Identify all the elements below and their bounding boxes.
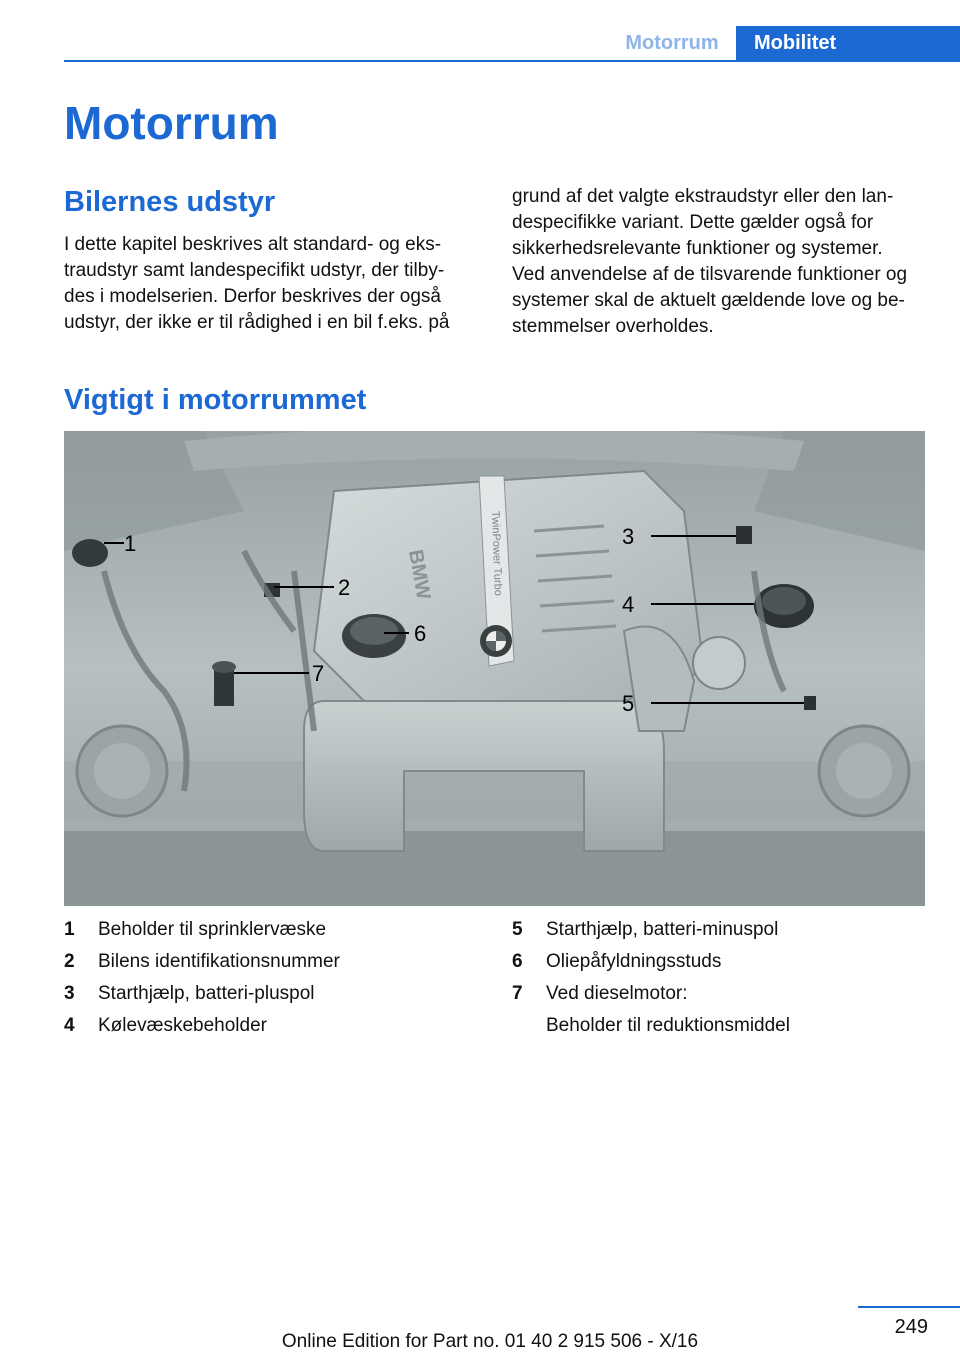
bmw-logo-icon: [480, 625, 512, 657]
intro-right-line: sikkerhedsrelevante funktioner og system…: [512, 238, 883, 259]
legend-item: 1 Beholder til sprinklervæske: [64, 914, 484, 946]
page-number: 249: [894, 1316, 928, 1338]
intro-left-line: des i modelserien. Derfor beskrives der …: [64, 286, 442, 307]
page-number-rule: [858, 1306, 960, 1308]
legend-item: 4 Kølevæskebeholder: [64, 1010, 484, 1042]
legend-item: 3 Starthjælp, batteri-pluspol: [64, 978, 484, 1010]
legend-number: 6: [512, 951, 523, 972]
callout-4: 4: [622, 592, 634, 617]
legend-text: Starthjælp, batteri-pluspol: [98, 983, 315, 1004]
intro-right-line: despecifikke variant. Dette gælder også …: [512, 212, 874, 233]
intro-left-line: I dette kapitel beskrives alt standard- …: [64, 234, 442, 255]
callout-7: 7: [312, 661, 324, 686]
cover-turbo-text: TwinPower Turbo: [489, 511, 504, 596]
legend-text: Beholder til sprinklervæske: [98, 919, 327, 940]
intro-left-line: traudstyr samt landespecifikt udstyr, de…: [64, 260, 445, 281]
legend-item: 2 Bilens identifikationsnummer: [64, 946, 484, 978]
legend-text: Oliepåfyldningsstuds: [546, 951, 722, 972]
legend-number: 5: [512, 919, 523, 940]
section-heading-engine-bay: Vigtigt i motorrummet: [64, 384, 367, 416]
legend-text: Kølevæskebeholder: [98, 1015, 267, 1036]
engine-bay-illustration: BMW TwinPower Turbo: [64, 431, 925, 906]
callout-2: 2: [338, 575, 350, 600]
intro-right-line: stemmelser overholdes.: [512, 316, 714, 337]
callout-3: 3: [622, 524, 634, 549]
legend-continuation: Beholder til reduktionsmiddel: [546, 1015, 790, 1036]
callout-5: 5: [622, 691, 634, 716]
intro-left-line: udstyr, der ikke er til rådighed i en bi…: [64, 312, 450, 333]
legend-item: 5 Starthjælp, batteri-minuspol: [512, 914, 932, 946]
legend-item: 6 Oliepåfyldningsstuds: [512, 946, 932, 978]
legend-left: 1 Beholder til sprinklervæske 2 Bilens ide…: [64, 914, 484, 1042]
legend-number: 2: [64, 951, 75, 972]
legend-number: 3: [64, 983, 75, 1004]
legend-item: 7 Ved dieselmotor:: [512, 978, 932, 1010]
legend-text: Ved dieselmotor:: [546, 983, 688, 1004]
header-tab-mobilitet[interactable]: Mobilitet: [736, 26, 960, 62]
footer-edition-note: Online Edition for Part no. 01 40 2 915 …: [281, 1331, 699, 1352]
intro-right-line: systemer skal de aktuelt gældende love o…: [512, 290, 905, 311]
page-title: Motorrum: [64, 97, 279, 149]
intro-left-column: I dette kapitel beskrives alt standard- …: [64, 232, 484, 336]
legend-number: 4: [64, 1015, 75, 1036]
legend-text: Starthjælp, batteri-minuspol: [546, 919, 779, 940]
callout-6: 6: [414, 621, 426, 646]
intro-right-column: grund af det valgte ekstraudstyr eller d…: [512, 184, 932, 340]
legend-number: 1: [64, 919, 75, 940]
callout-1: 1: [124, 531, 136, 556]
header-rule: [64, 60, 960, 62]
intro-right-line: grund af det valgte ekstraudstyr eller d…: [512, 186, 894, 207]
legend-right: 5 Starthjælp, batteri-minuspol 6 Oliepåfyl…: [512, 914, 932, 1042]
legend-number: 7: [512, 983, 523, 1004]
intro-right-line: Ved anvendelse af de tilsvarende funktio…: [512, 264, 908, 285]
section-heading-equipment: Bilernes udstyr: [64, 186, 276, 218]
header-tab-motorrum[interactable]: Motorrum: [625, 32, 719, 54]
legend-text: Bilens identifikationsnummer: [98, 951, 340, 972]
